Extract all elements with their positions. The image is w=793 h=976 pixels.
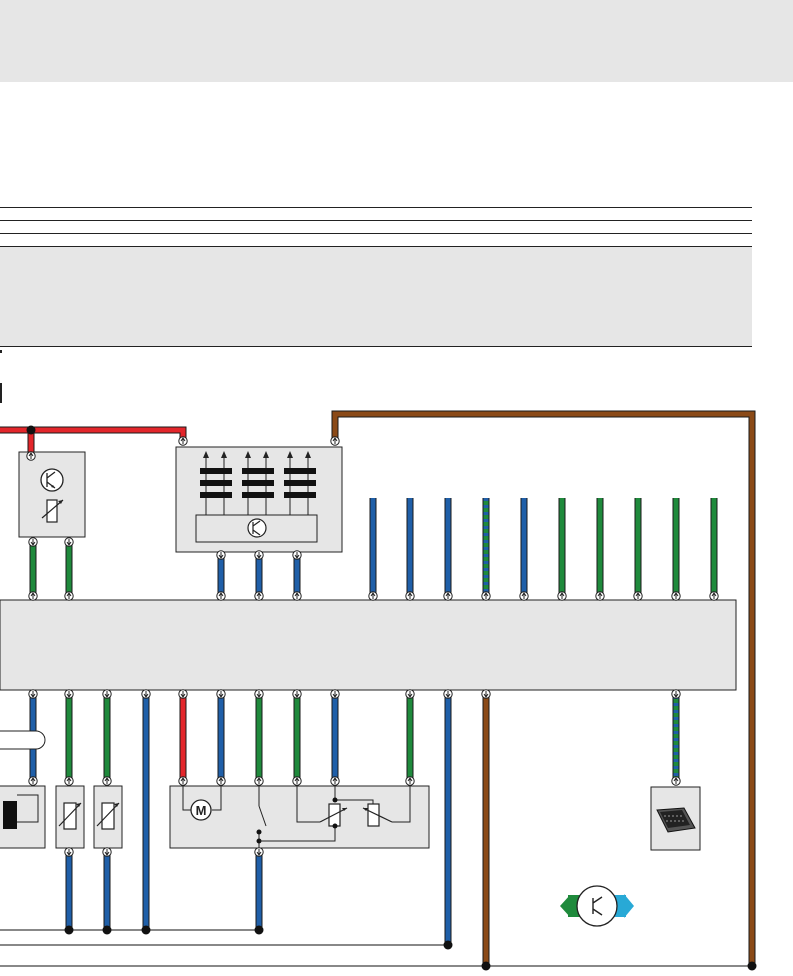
- ground-point: [747, 961, 757, 971]
- wire-blue: [66, 850, 262, 930]
- connector-pin: [28, 537, 38, 547]
- potentiometer-icon: [41, 499, 64, 523]
- ground-point: [443, 940, 453, 950]
- connector-pin: [26, 451, 36, 461]
- transistor-icon: [40, 468, 64, 492]
- connector-pin: [216, 776, 226, 786]
- wire-outline: [369, 498, 718, 596]
- temperature-sensor: [55, 785, 85, 849]
- connector-pin: [64, 537, 74, 547]
- transistor-icon: [247, 518, 267, 538]
- wire-outline: [65, 850, 263, 930]
- wire-green: [66, 696, 679, 780]
- connector-pin: [178, 436, 188, 446]
- connector-pin: [28, 689, 38, 699]
- connector-pin: [443, 591, 453, 601]
- connector-pin: [481, 689, 491, 699]
- connector-pin: [671, 591, 681, 601]
- connector-pin: [216, 689, 226, 699]
- can-bus-icon: [560, 885, 634, 927]
- ground-point: [254, 925, 264, 935]
- ground-point: [102, 925, 112, 935]
- connector-pin: [633, 591, 643, 601]
- connector-pin: [216, 550, 226, 560]
- wire-blue: [218, 554, 300, 596]
- connector-pin: [405, 689, 415, 699]
- wire-blue: [370, 498, 527, 596]
- connector-pin: [671, 776, 681, 786]
- connector-pin: [481, 591, 491, 601]
- header-band: [0, 0, 793, 82]
- connector-pin: [64, 847, 74, 857]
- connector-loop: [0, 730, 46, 750]
- connector-pin: [102, 776, 112, 786]
- wire-green: [483, 498, 717, 596]
- pin-layer: [26, 425, 757, 971]
- connector-pin: [405, 591, 415, 601]
- ground-point: [481, 961, 491, 971]
- diagnostic-connector: [650, 786, 701, 851]
- connector-pin: [28, 591, 38, 601]
- relay-coil-icon: [242, 451, 274, 515]
- connector-pin: [330, 689, 340, 699]
- connector-pin: [64, 776, 74, 786]
- potentiometer-icon: [296, 786, 411, 829]
- connector-pin: [292, 689, 302, 699]
- connector-pin: [64, 689, 74, 699]
- connector-pin: [292, 591, 302, 601]
- connector-pin: [178, 689, 188, 699]
- connector-pin: [102, 689, 112, 699]
- ground-point: [64, 925, 74, 935]
- connector-pin: [64, 591, 74, 601]
- connector-pin: [292, 550, 302, 560]
- ground-point: [141, 925, 151, 935]
- connector-pin: [254, 847, 264, 857]
- relay-coil-icon: [284, 451, 316, 515]
- connector-pin: [405, 776, 415, 786]
- connector-pin: [102, 847, 112, 857]
- connector-pin: [519, 591, 529, 601]
- motor-icon: M: [182, 786, 222, 821]
- output-stage-module: [175, 446, 343, 553]
- connector-pin: [178, 776, 188, 786]
- obd-connector-icon: [656, 807, 696, 833]
- switch-icon: [256, 786, 336, 848]
- section-marker: [0, 350, 2, 353]
- connector-pin: [330, 436, 340, 446]
- connector-pin: [141, 689, 151, 699]
- legend-table: [0, 207, 752, 348]
- relay-coil-icon: [200, 451, 232, 515]
- connector-pin: [443, 689, 453, 699]
- connector-pin: [368, 591, 378, 601]
- legend-row: [0, 207, 752, 220]
- section-marker: [0, 383, 2, 403]
- ground-point: [26, 425, 36, 435]
- svg-text:M: M: [196, 803, 207, 818]
- wiring-diagram: M: [0, 350, 757, 971]
- connector-pin: [216, 591, 226, 601]
- legend-row: [0, 246, 752, 347]
- connector-pin: [709, 591, 719, 601]
- wire-red-supply-outline: [0, 426, 187, 452]
- throttle-module: M: [169, 785, 430, 849]
- connector-pin: [254, 591, 264, 601]
- sensor-module: [18, 451, 86, 538]
- control-unit: [0, 599, 737, 691]
- injector-component: [0, 785, 46, 849]
- wire-green: [30, 545, 72, 596]
- connector-pin: [330, 776, 340, 786]
- connector-pin: [254, 689, 264, 699]
- connector-pin: [254, 550, 264, 560]
- legend-row: [0, 220, 752, 233]
- connector-pin: [557, 591, 567, 601]
- wire-brown-supply: [332, 411, 755, 966]
- connector-pin: [671, 689, 681, 699]
- legend-row: [0, 233, 752, 246]
- temperature-sensor: [93, 785, 123, 849]
- connector-pin: [292, 776, 302, 786]
- connector-pin: [254, 776, 264, 786]
- connector-pin: [595, 591, 605, 601]
- connector-pin: [28, 776, 38, 786]
